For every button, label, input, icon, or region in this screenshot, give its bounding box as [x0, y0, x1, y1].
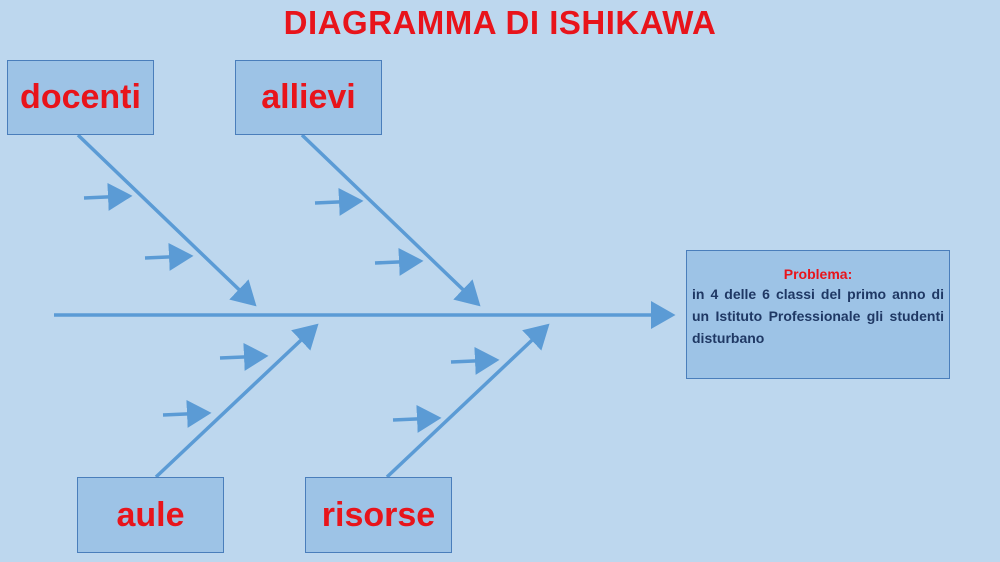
bone-docenti: [76, 133, 257, 307]
problem-text: in 4 delle 6 classi del primo anno di un…: [692, 286, 944, 346]
problem-label: Problema:: [783, 266, 853, 282]
bone-risorse: [385, 323, 550, 479]
category-risorse: risorse: [305, 477, 452, 553]
problem-box: Problema: in 4 delle 6 classi del primo …: [686, 250, 950, 379]
category-docenti: docenti: [7, 60, 154, 135]
sub-cause-arrow: [392, 404, 442, 433]
sub-cause-arrow: [162, 399, 212, 428]
sub-cause-arrow: [450, 346, 500, 375]
bone-allievi: [300, 133, 481, 307]
diagram-title: DIAGRAMMA DI ISHIKAWA: [283, 4, 717, 41]
category-docenti-label: docenti: [20, 78, 141, 116]
category-allievi: allievi: [235, 60, 382, 135]
category-aule-label: aule: [116, 495, 185, 534]
category-risorse-label: risorse: [321, 495, 436, 534]
sub-cause-arrow: [83, 182, 133, 211]
sub-cause-arrow: [314, 187, 364, 216]
category-allievi-label: allievi: [261, 78, 356, 116]
category-aule: aule: [77, 477, 224, 553]
sub-cause-arrow: [374, 247, 424, 276]
sub-cause-arrow: [144, 242, 194, 271]
bone-aule: [154, 323, 319, 479]
sub-cause-arrow: [219, 342, 269, 371]
